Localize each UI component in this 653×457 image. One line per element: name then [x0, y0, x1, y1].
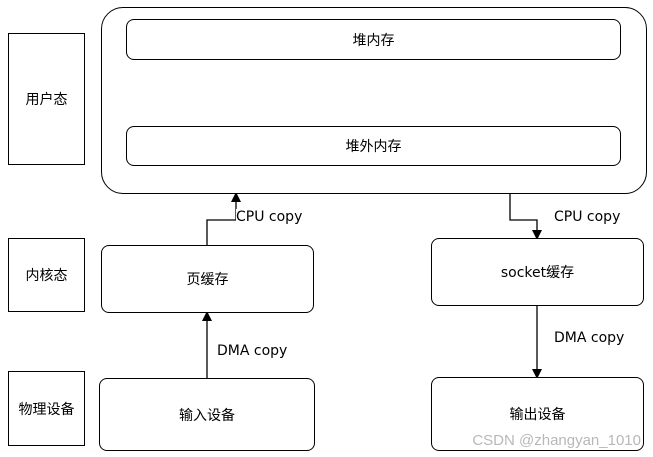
dma-copy-right-label: DMA copy — [554, 330, 625, 346]
heap-memory-label: 堆内存 — [352, 32, 395, 49]
dma-copy-left-label: DMA copy — [217, 343, 288, 359]
offheap-memory-label: 堆外内存 — [345, 139, 402, 155]
heap-memory-node: 堆内存 — [126, 19, 621, 60]
layer-user: 用户态 — [8, 33, 85, 165]
output-device-node: 输出设备 — [431, 377, 644, 451]
cpu-copy-left-label: CPU copy — [236, 209, 303, 225]
input-device-label: 输入设备 — [179, 407, 235, 424]
layer-user-label: 用户态 — [25, 92, 68, 108]
page-cache-node: 页缓存 — [101, 245, 314, 313]
arrow-user-to-socket — [509, 194, 542, 240]
input-device-node: 输入设备 — [99, 378, 315, 451]
layer-physical-label: 物理设备 — [18, 401, 75, 418]
offheap-memory-node: 堆外内存 — [126, 126, 621, 166]
socket-buffer-label: socket缓存 — [500, 265, 575, 281]
layer-physical: 物理设备 — [8, 371, 85, 446]
cpu-copy-right-label: CPU copy — [554, 209, 621, 225]
arrow-pagecache-to-user — [206, 192, 241, 245]
page-cache-label: 页缓存 — [186, 272, 229, 288]
output-device-label: 输出设备 — [509, 407, 566, 423]
watermark: CSDN @zhangyan_1010 — [472, 432, 641, 449]
layer-kernel: 内核态 — [8, 238, 85, 312]
layer-kernel-label: 内核态 — [25, 268, 68, 284]
socket-buffer-node: socket缓存 — [431, 238, 644, 306]
